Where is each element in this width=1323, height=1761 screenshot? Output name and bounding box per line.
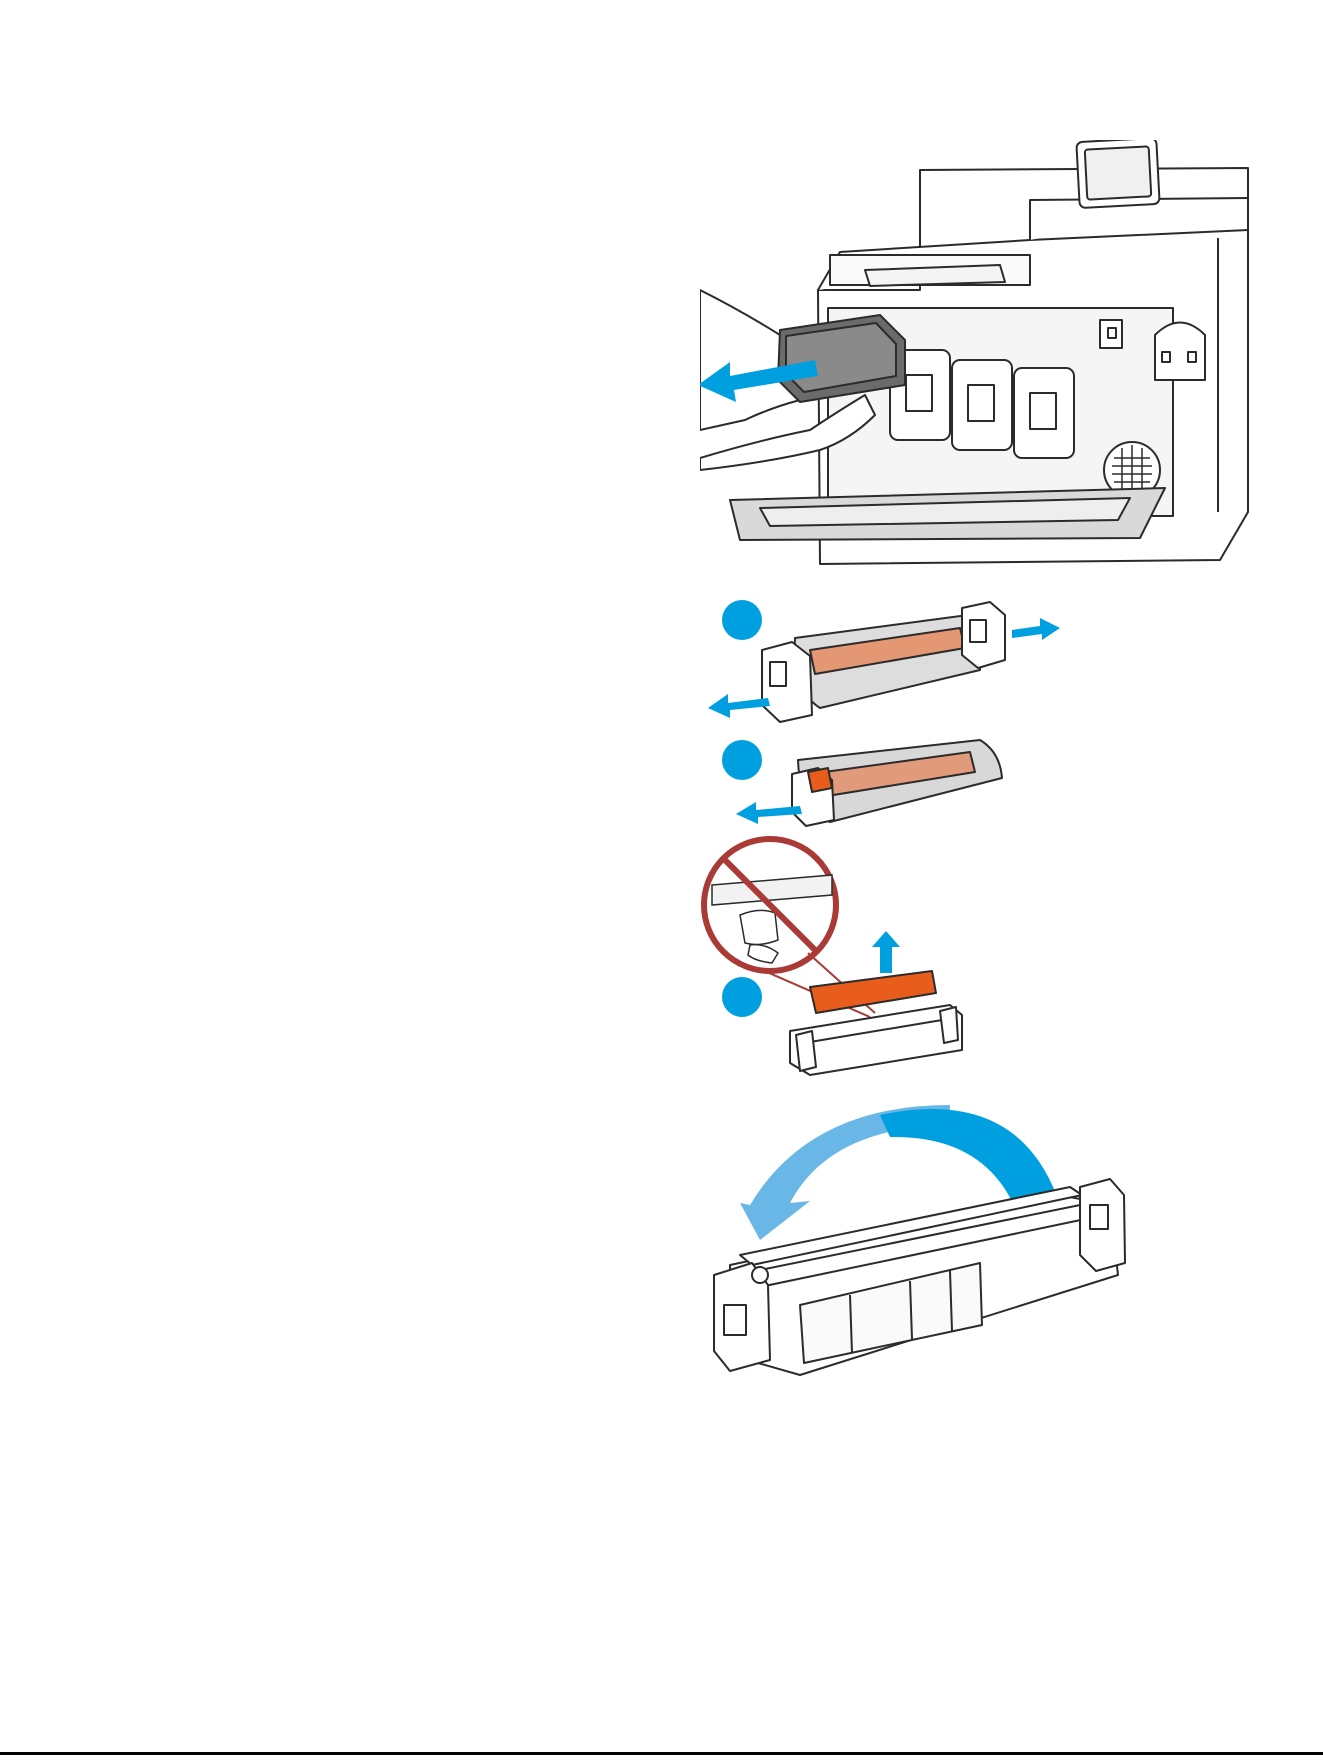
unwrap-step-1-illustration [700, 590, 1070, 735]
control-panel [1076, 140, 1159, 208]
page-bottom-rule [0, 1752, 1323, 1755]
remove-cover-illustration [700, 835, 1000, 1085]
prohibited-icon [704, 839, 836, 971]
rotate-drum-illustration [700, 1095, 1140, 1395]
unwrap-step-2-illustration [700, 730, 1030, 840]
step-marker-circle [722, 740, 762, 780]
imaging-drum-being-removed [778, 315, 905, 402]
step-marker-circle [722, 977, 762, 1017]
step-marker-circle [722, 600, 762, 640]
arrow-up-icon [872, 931, 900, 973]
printer-illustration [700, 140, 1260, 570]
